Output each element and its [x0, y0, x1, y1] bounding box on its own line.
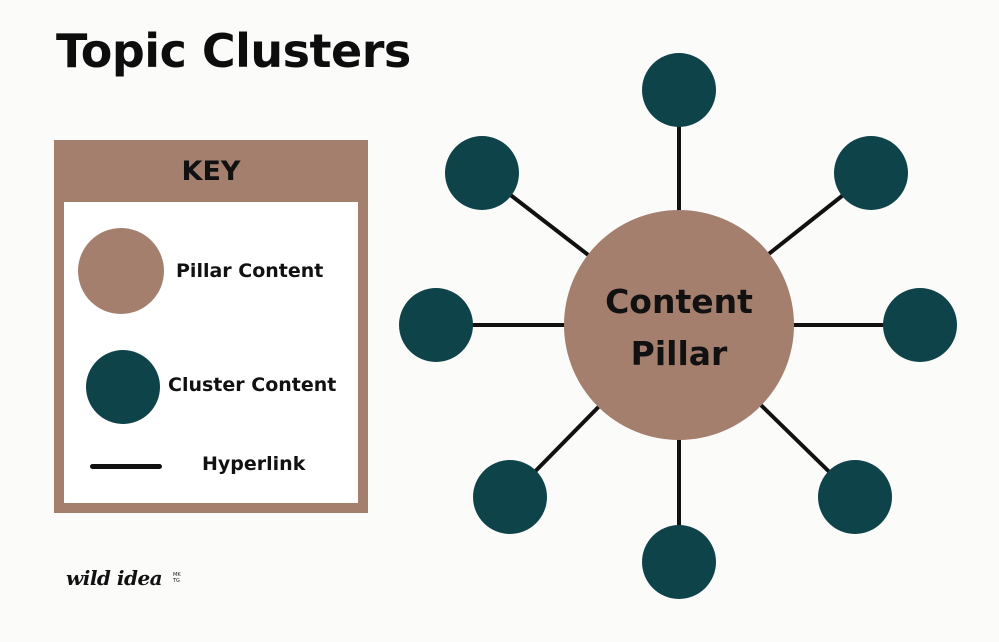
hyperlink-swatch-icon: [90, 464, 162, 469]
legend-label-cluster: Cluster Content: [168, 374, 337, 396]
key-legend: KEY Pillar Content Cluster Content Hyper…: [54, 140, 368, 513]
pillar-swatch-icon: [78, 228, 164, 314]
cluster-node: [473, 460, 547, 534]
cluster-node: [834, 136, 908, 210]
brand-logo-sub: MKTG: [173, 572, 181, 584]
cluster-node: [445, 136, 519, 210]
cluster-swatch-icon: [86, 350, 160, 424]
legend-label-pillar: Pillar Content: [176, 260, 324, 282]
cluster-node: [642, 53, 716, 127]
pillar-label-line2: Pillar: [631, 334, 728, 373]
cluster-node: [818, 460, 892, 534]
pillar-label-line1: Content: [605, 282, 753, 321]
key-heading: KEY: [181, 155, 241, 187]
cluster-node: [642, 525, 716, 599]
cluster-node: [883, 288, 957, 362]
cluster-nodes: [399, 53, 957, 599]
cluster-node: [399, 288, 473, 362]
legend-label-hyperlink: Hyperlink: [202, 453, 306, 475]
key-legend-body: Pillar Content Cluster Content Hyperlink: [64, 202, 358, 503]
content-pillar-node: [564, 210, 794, 440]
page-title: Topic Clusters: [56, 24, 411, 78]
brand-logo: wild idea: [66, 566, 163, 590]
